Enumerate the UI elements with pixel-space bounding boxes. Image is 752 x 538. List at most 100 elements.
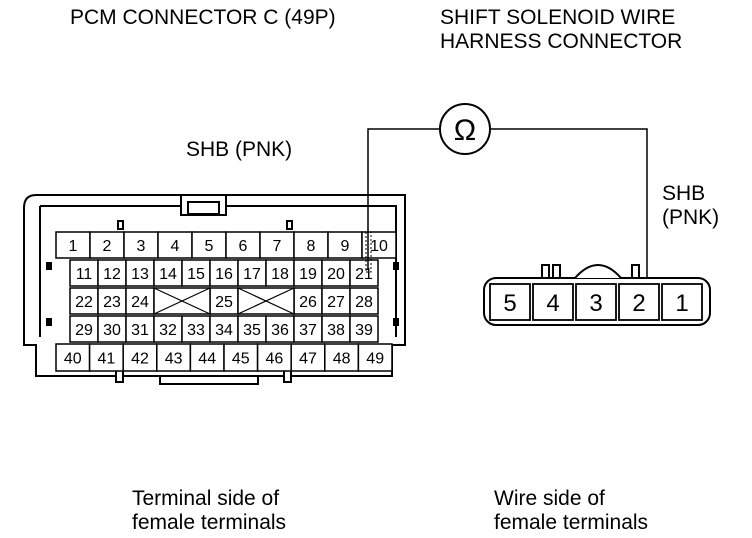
pcm-pin-number: 13 <box>131 266 149 283</box>
pcm-right-latch-bottom <box>393 318 399 326</box>
pcm-pin-cell <box>265 259 295 287</box>
pcm-pin-number: 38 <box>327 322 345 339</box>
pcm-pin-number: 31 <box>131 322 149 339</box>
pcm-pin-cell <box>69 259 99 287</box>
pcm-pin-number: 19 <box>299 266 317 283</box>
solenoid-pin-row: 5 4 3 2 1 <box>489 283 703 321</box>
pcm-pin-cell <box>97 259 127 287</box>
caption-right-line1: Wire side of <box>494 487 605 510</box>
solenoid-pin-number: 2 <box>632 290 645 317</box>
pcm-pin-number: 33 <box>187 322 205 339</box>
pcm-pin-cell <box>293 259 323 287</box>
solenoid-pin-number: 3 <box>589 290 602 317</box>
pcm-pin-number: 20 <box>327 266 345 283</box>
pcm-pin-number: 37 <box>299 322 317 339</box>
pcm-pin-number: 48 <box>333 351 351 368</box>
pcm-pin-cell <box>357 343 393 372</box>
ohmmeter[interactable]: Ω <box>439 103 491 155</box>
pcm-pin-cell <box>153 259 183 287</box>
pcm-pin-cell <box>55 231 91 259</box>
pcm-pin-cell <box>225 231 261 259</box>
pcm-pin-number: 23 <box>103 294 121 311</box>
pcm-pin-number: 2 <box>103 238 112 255</box>
solenoid-pin-cell <box>532 283 574 321</box>
pcm-pin-cell <box>349 287 379 315</box>
pcm-pin-number: 18 <box>271 266 289 283</box>
solenoid-pin-number: 4 <box>546 290 559 317</box>
pcm-pin-number: 46 <box>266 351 284 368</box>
pcm-pin-number: 49 <box>366 351 384 368</box>
pcm-pin-cell <box>349 259 379 287</box>
pcm-pin-cell <box>89 231 125 259</box>
pcm-pin-cell <box>349 315 379 343</box>
pcm-pin-number: 25 <box>215 294 233 311</box>
pcm-pin-cell <box>123 231 159 259</box>
pcm-pin-cell <box>259 231 295 259</box>
ohm-icon: Ω <box>454 114 476 147</box>
pcm-pin-number: 10 <box>370 238 388 255</box>
probe-lead-solenoid <box>490 128 648 278</box>
pcm-pin-number: 6 <box>239 238 248 255</box>
pcm-pin-number: 3 <box>137 238 146 255</box>
pcm-pin-cell <box>191 231 227 259</box>
pcm-pin-cell <box>181 315 211 343</box>
solenoid-connector-title-line2: HARNESS CONNECTOR <box>440 30 683 53</box>
pcm-pin-cell <box>256 343 292 372</box>
pcm-right-latch-top <box>393 262 399 270</box>
pcm-pin-cell <box>321 287 351 315</box>
pcm-pin-number: 32 <box>159 322 177 339</box>
pcm-pin-number: 14 <box>159 266 177 283</box>
pcm-pin-number: 4 <box>171 238 180 255</box>
pcm-pin-number: 30 <box>103 322 121 339</box>
pcm-pin-number: 36 <box>271 322 289 339</box>
pcm-pin-number: 24 <box>131 294 149 311</box>
probe-tip <box>365 231 372 273</box>
pcm-pin-grid <box>55 231 397 372</box>
pcm-pin-cell <box>290 343 326 372</box>
pcm-pin-number: 47 <box>299 351 317 368</box>
pcm-pin-cell <box>321 259 351 287</box>
pcm-pin-number: 35 <box>243 322 261 339</box>
pcm-pin-cell <box>97 315 127 343</box>
pcm-pin-cell <box>55 343 91 372</box>
pnk-label-right: (PNK) <box>662 206 720 229</box>
pcm-pin-number: 12 <box>103 266 121 283</box>
pcm-pin-number: 29 <box>75 322 93 339</box>
pcm-pin-number: 44 <box>198 351 216 368</box>
pcm-left-latch-top <box>46 262 52 270</box>
solenoid-pin-number: 1 <box>675 290 688 317</box>
pcm-pin-number: 42 <box>131 351 149 368</box>
pcm-pin-cell <box>189 343 225 372</box>
pcm-blank-cross <box>237 287 295 315</box>
pcm-pin-number: 40 <box>64 351 82 368</box>
pcm-pin-number: 8 <box>307 238 316 255</box>
pcm-pin-cell <box>265 315 295 343</box>
pcm-pin-number: 16 <box>215 266 233 283</box>
pcm-pin-number: 41 <box>98 351 116 368</box>
pcm-pin-number: 5 <box>205 238 214 255</box>
shb-label-right: SHB <box>662 182 706 205</box>
ohmmeter-leads <box>367 128 648 278</box>
pcm-pin-cell <box>125 259 155 287</box>
pcm-connector-title: PCM CONNECTOR C (49P) <box>70 6 336 29</box>
solenoid-pin-cell <box>489 283 531 321</box>
pcm-pin-number: 28 <box>355 294 373 311</box>
pcm-blank-cross <box>153 287 211 315</box>
solenoid-pin-cell <box>618 283 660 321</box>
pcm-pin-number: 21 <box>355 266 373 283</box>
pcm-pin-number: 45 <box>232 351 250 368</box>
pcm-left-latch-bottom <box>46 318 52 326</box>
pcm-pin-number: 26 <box>299 294 317 311</box>
pcm-pin-number: 1 <box>69 238 78 255</box>
solenoid-pin-cell <box>575 283 617 321</box>
pcm-pin-number: 15 <box>187 266 205 283</box>
caption-left-line1: Terminal side of <box>132 487 280 510</box>
ohmmeter-circle[interactable] <box>439 103 491 155</box>
pcm-pin-cell <box>156 343 192 372</box>
solenoid-pin-number: 5 <box>503 290 516 317</box>
shb-pnk-label-left: SHB (PNK) <box>186 138 293 161</box>
pcm-pin-cell <box>209 259 239 287</box>
